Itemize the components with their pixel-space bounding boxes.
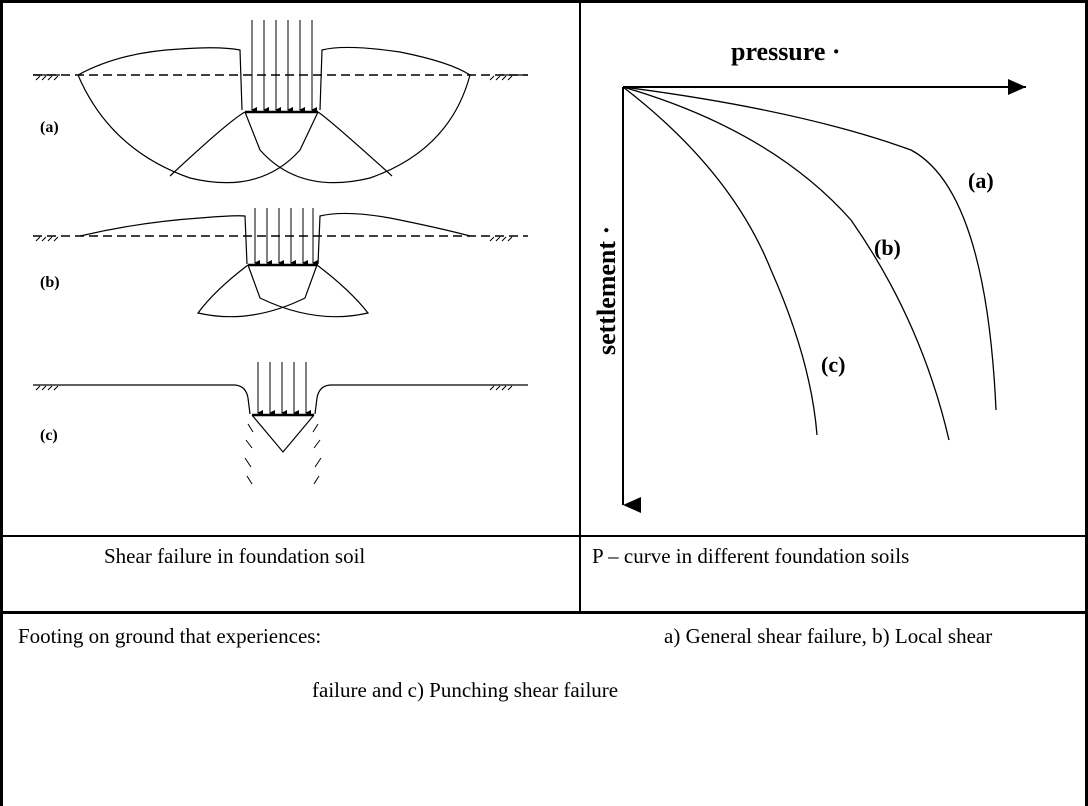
curve-label-a: (a): [968, 168, 994, 193]
left-caption: Shear failure in foundation soil: [104, 544, 366, 568]
y-axis-label: settlement ·: [592, 226, 621, 355]
table-row-divider-2: [0, 611, 1088, 614]
pressure-settlement-chart: pressure · settlement · (a) (b) (c): [592, 37, 1026, 513]
shear-failure-diagram: (a) (b) (c): [33, 20, 528, 485]
table-border-right: [1085, 0, 1088, 806]
footing-a: [33, 20, 528, 184]
table-border-left: [0, 0, 3, 806]
curve-c: [622, 86, 818, 436]
footer-line2: failure and c) Punching shear failure: [312, 678, 619, 702]
label-a: (a): [40, 119, 59, 136]
x-axis-label: pressure ·: [731, 37, 841, 66]
footing-b: [33, 208, 528, 318]
table-border-top: [0, 0, 1088, 3]
footing-c: [33, 362, 528, 485]
table-divider-vertical: [579, 0, 581, 613]
label-b: (b): [40, 274, 60, 291]
curve-a: [622, 86, 997, 411]
curve-b: [622, 86, 950, 441]
footer-line1-right: a) General shear failure, b) Local shear: [664, 624, 993, 648]
curve-label-b: (b): [874, 235, 901, 260]
table-row-divider-1: [0, 535, 1088, 537]
footer-line1-left: Footing on ground that experiences:: [18, 624, 322, 648]
label-c: (c): [40, 427, 58, 444]
right-caption: P – curve in different foundation soils: [592, 544, 910, 568]
curve-label-c: (c): [821, 352, 845, 377]
